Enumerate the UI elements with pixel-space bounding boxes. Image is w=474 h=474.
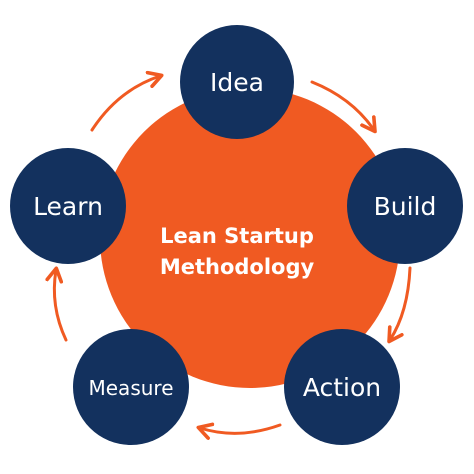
node-build-label: Build (374, 192, 437, 221)
node-learn: Learn (10, 148, 126, 264)
arrow-idea-to-build (310, 80, 377, 134)
arrow-action-to-measure (196, 422, 282, 440)
node-build: Build (347, 148, 463, 264)
arrow-learn-to-idea (90, 70, 164, 132)
node-idea: Idea (180, 25, 294, 139)
node-build-circle (347, 148, 463, 264)
node-learn-label: Learn (33, 192, 103, 221)
node-measure-circle (73, 329, 189, 445)
node-action-label: Action (303, 373, 381, 402)
node-idea-label: Idea (210, 68, 264, 97)
center-title-line1: Lean Startup (160, 224, 314, 248)
center-circle (100, 88, 400, 388)
node-measure-label: Measure (89, 376, 174, 400)
center-title-line2: Methodology (160, 255, 315, 279)
arrow-build-to-action (387, 266, 412, 344)
node-action: Action (284, 329, 400, 445)
node-learn-circle (10, 148, 126, 264)
node-idea-circle (180, 25, 294, 139)
arrow-measure-to-learn (45, 266, 68, 342)
node-measure: Measure (73, 329, 189, 445)
node-action-circle (284, 329, 400, 445)
